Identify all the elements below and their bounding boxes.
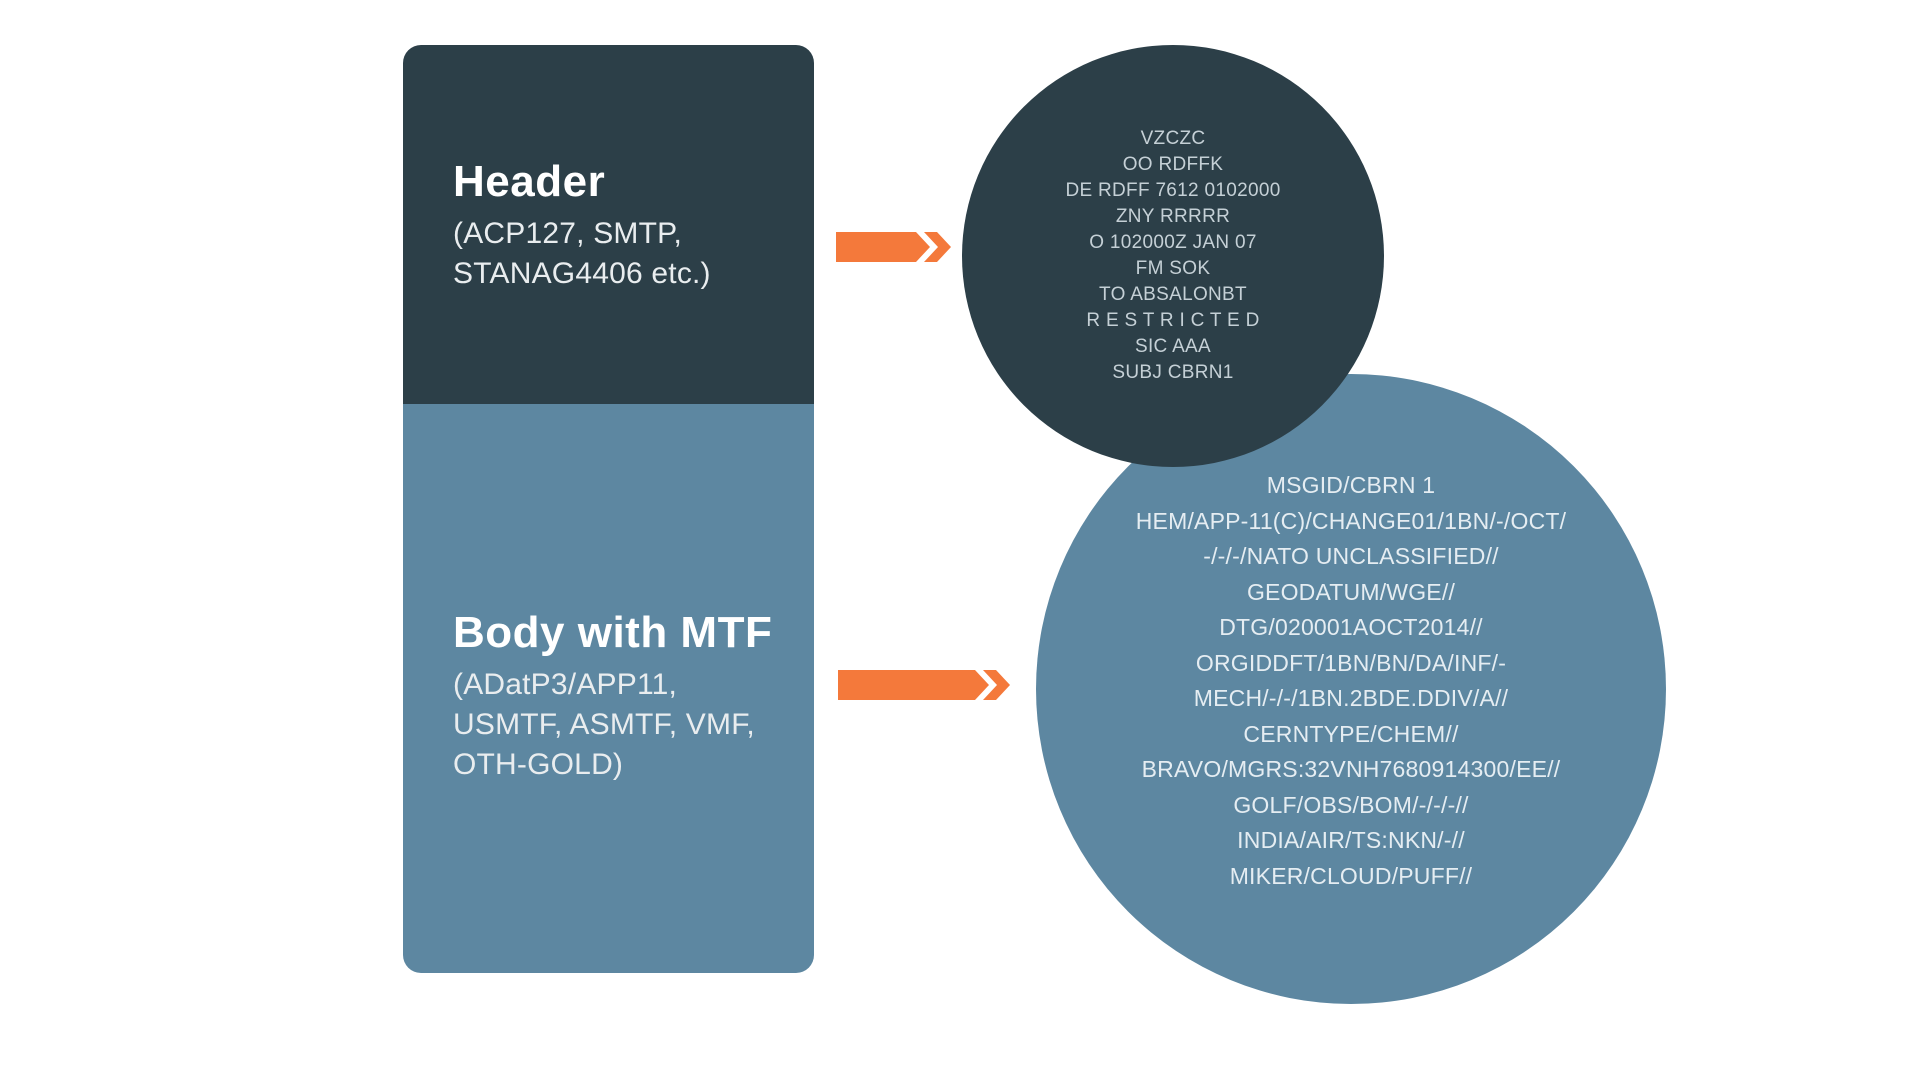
text-line: R E S T R I C T E D [1086, 310, 1260, 331]
text-line: DE RDFF 7612 0102000 [1065, 180, 1281, 201]
text-line: INDIA/AIR/TS:NKN/-// [1237, 827, 1465, 853]
header-arrow-icon [836, 232, 951, 262]
body-section-title: Body with MTF [453, 607, 773, 657]
text-line: TO ABSALONBT [1099, 284, 1247, 305]
header-section-content: Header (ACP127, SMTP, STANAG4406 etc.) [453, 156, 784, 294]
text-line: MECH/-/-/1BN.2BDE.DDIV/A// [1193, 685, 1509, 711]
text-line: SUBJ CBRN1 [1112, 362, 1234, 383]
text-line: DTG/020001AOCT2014// [1219, 614, 1483, 640]
text-line: (ADatP3/APP11, [453, 667, 678, 701]
header-section-title: Header [453, 156, 606, 206]
body-example-message: MSGID/CBRN 1 HEM/APP-11(C)/CHANGE01/1BN/-… [1136, 468, 1566, 894]
text-line: (ACP127, SMTP, [453, 216, 683, 250]
text-line: STANAG4406 etc.) [453, 256, 711, 290]
header-section: Header (ACP127, SMTP, STANAG4406 etc.) [403, 45, 814, 404]
text-line: CERNTYPE/CHEM// [1243, 720, 1459, 747]
body-section-content: Body with MTF (ADatP3/APP11, USMTF, ASMTF… [453, 607, 784, 785]
text-line: VZCZC [1140, 128, 1206, 149]
text-line: GEODATUM/WGE// [1246, 578, 1456, 605]
body-section: Body with MTF (ADatP3/APP11, USMTF, ASMTF… [403, 404, 814, 973]
text-line: HEM/APP-11(C)/CHANGE01/1BN/-/OCT/ [1135, 507, 1567, 534]
text-line: USMTF, ASMTF, VMF, [453, 707, 755, 741]
text-line: GOLF/OBS/BOM/-/-/-// [1233, 791, 1469, 818]
body-arrow-icon [838, 670, 1010, 700]
text-line: MIKER/CLOUD/PUFF// [1229, 862, 1473, 889]
text-line: BRAVO/MGRS:32VNH7680914300/EE// [1141, 756, 1561, 782]
text-line: SIC AAA [1134, 336, 1212, 357]
text-line: OTH-GOLD) [453, 747, 624, 781]
header-section-subtitle: (ACP127, SMTP, STANAG4406 etc.) [453, 214, 784, 294]
body-example-circle: MSGID/CBRN 1 HEM/APP-11(C)/CHANGE01/1BN/-… [1036, 374, 1666, 1004]
text-line: OO RDFFK [1122, 154, 1224, 175]
text-line: -/-/-/NATO UNCLASSIFIED// [1203, 543, 1499, 569]
text-line: ORGIDDFT/1BN/BN/DA/INF/- [1195, 649, 1507, 676]
text-line: FM SOK [1135, 258, 1211, 279]
text-line: O 102000Z JAN 07 [1089, 232, 1257, 253]
text-line: MSGID/CBRN 1 [1266, 472, 1436, 498]
message-structure-box: Header (ACP127, SMTP, STANAG4406 etc.) Bo… [403, 45, 814, 973]
body-section-subtitle: (ADatP3/APP11, USMTF, ASMTF, VMF, OTH-GOLD… [453, 665, 784, 785]
text-line: ZNY RRRRR [1115, 206, 1231, 227]
